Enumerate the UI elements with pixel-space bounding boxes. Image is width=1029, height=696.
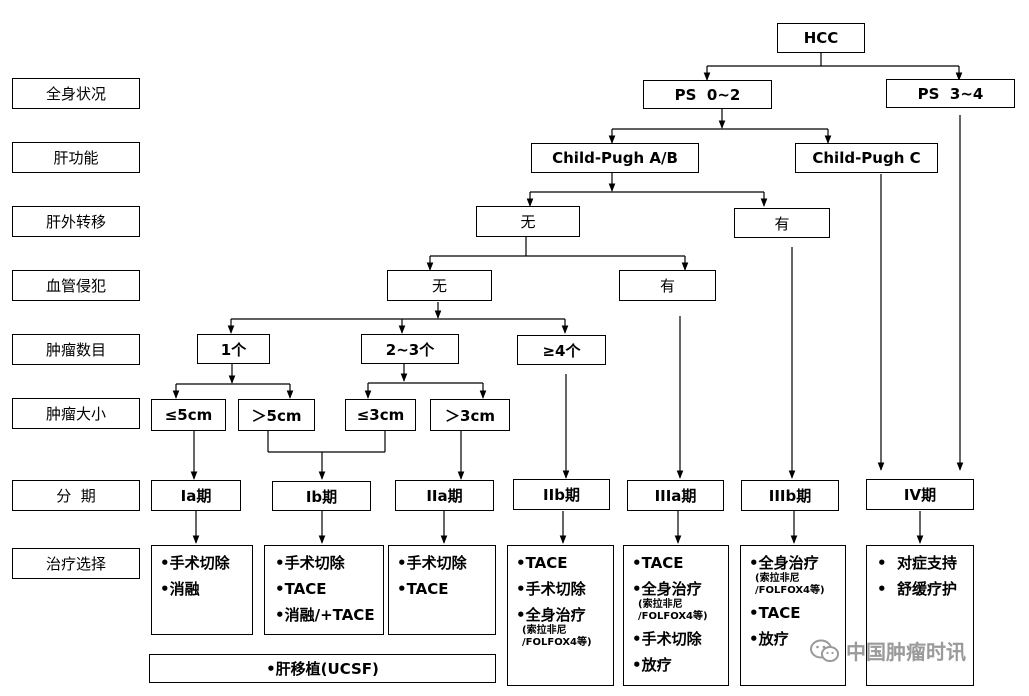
treatment-item: •手术切除 [160,554,230,572]
treatment-note: /FOLFOX4等) [638,611,708,622]
row-label-tumor-number: 肿瘤数目 [12,334,140,365]
node-vascular-no: 无 [387,270,492,301]
row-label-general-status: 全身状况 [12,78,140,109]
treatment-item: •TACE [397,580,449,598]
node-hcc: HCC [777,23,865,53]
node-size-gt-5cm: ＞5cm [238,399,315,431]
row-label-extrahepatic-metastasis: 肝外转移 [12,206,140,237]
stage-iib: IIb期 [513,479,610,510]
node-tumor-one: 1个 [197,334,270,364]
treatment-item: •全身治疗 [749,554,819,572]
stage-iv: IV期 [866,479,974,510]
node-child-pugh-ab: Child-Pugh A/B [531,143,699,173]
node-metastasis-no: 无 [476,206,580,237]
stage-ib: Ib期 [272,481,371,511]
treatment-item: •TACE [516,554,568,572]
treatment-note: /FOLFOX4等) [522,637,592,648]
node-size-gt-3cm: ＞3cm [430,399,510,431]
row-label-stage: 分 期 [12,480,140,511]
watermark-text: 中国肿瘤时讯 [846,640,966,664]
watermark: 中国肿瘤时讯 [810,636,966,665]
treatment-item: •全身治疗 [516,606,586,624]
treatment-item: •手术切除 [275,554,345,572]
stage-ia: Ia期 [151,480,241,511]
treatment-item: •消融/+TACE [275,606,375,624]
treatment-item: •放疗 [749,630,789,648]
node-tumor-four-plus: ≥4个 [517,335,606,365]
treatment-item: •手术切除 [397,554,467,572]
treatment-item: •TACE [275,580,327,598]
wechat-icon [810,639,839,662]
treatment-ib: •手术切除 •TACE •消融/+TACE [264,545,384,635]
node-size-le-3cm: ≤3cm [345,399,416,431]
treatment-note: (索拉非尼 [522,625,567,636]
treatment-item: • 对症支持 [877,554,958,572]
treatment-item: • 舒缓疗护 [877,580,958,598]
treatment-note: (索拉非尼 [638,599,683,610]
node-ps-0-2: PS 0~2 [643,80,772,109]
row-label-tumor-size: 肿瘤大小 [12,398,140,429]
stage-iia: IIa期 [395,480,494,511]
treatment-iiia: •TACE •全身治疗 (索拉非尼 /FOLFOX4等) •手术切除 •放疗 [623,545,729,686]
treatment-item: •TACE [749,604,801,622]
treatment-item: •全身治疗 [632,580,702,598]
treatment-note: (索拉非尼 [755,573,800,584]
treatment-liver-transplant: •肝移植(UCSF) [149,654,496,683]
node-metastasis-yes: 有 [734,208,830,238]
treatment-item: •消融 [160,580,200,598]
treatment-iv: • 对症支持 • 舒缓疗护 [866,545,974,686]
node-vascular-yes: 有 [619,270,716,301]
node-child-pugh-c: Child-Pugh C [795,143,938,173]
treatment-ia: •手术切除 •消融 [151,545,253,635]
treatment-iib: •TACE •手术切除 •全身治疗 (索拉非尼 /FOLFOX4等) [507,545,614,686]
node-tumor-two-three: 2~3个 [361,334,459,364]
node-size-le-5cm: ≤5cm [151,399,226,431]
treatment-note: /FOLFOX4等) [755,585,825,596]
treatment-item: •手术切除 [632,630,702,648]
treatment-item: •放疗 [632,656,672,674]
treatment-iia: •手术切除 •TACE [388,545,496,635]
stage-iiia: IIIa期 [627,480,724,511]
stage-iiib: IIIb期 [741,480,839,511]
row-label-vascular-invasion: 血管侵犯 [12,270,140,301]
row-label-liver-function: 肝功能 [12,142,140,173]
row-label-treatment: 治疗选择 [12,548,140,579]
node-ps-3-4: PS 3~4 [886,79,1015,108]
treatment-iiib: •全身治疗 (索拉非尼 /FOLFOX4等) •TACE •放疗 [740,545,846,686]
treatment-item: •TACE [632,554,684,572]
treatment-item: •手术切除 [516,580,586,598]
